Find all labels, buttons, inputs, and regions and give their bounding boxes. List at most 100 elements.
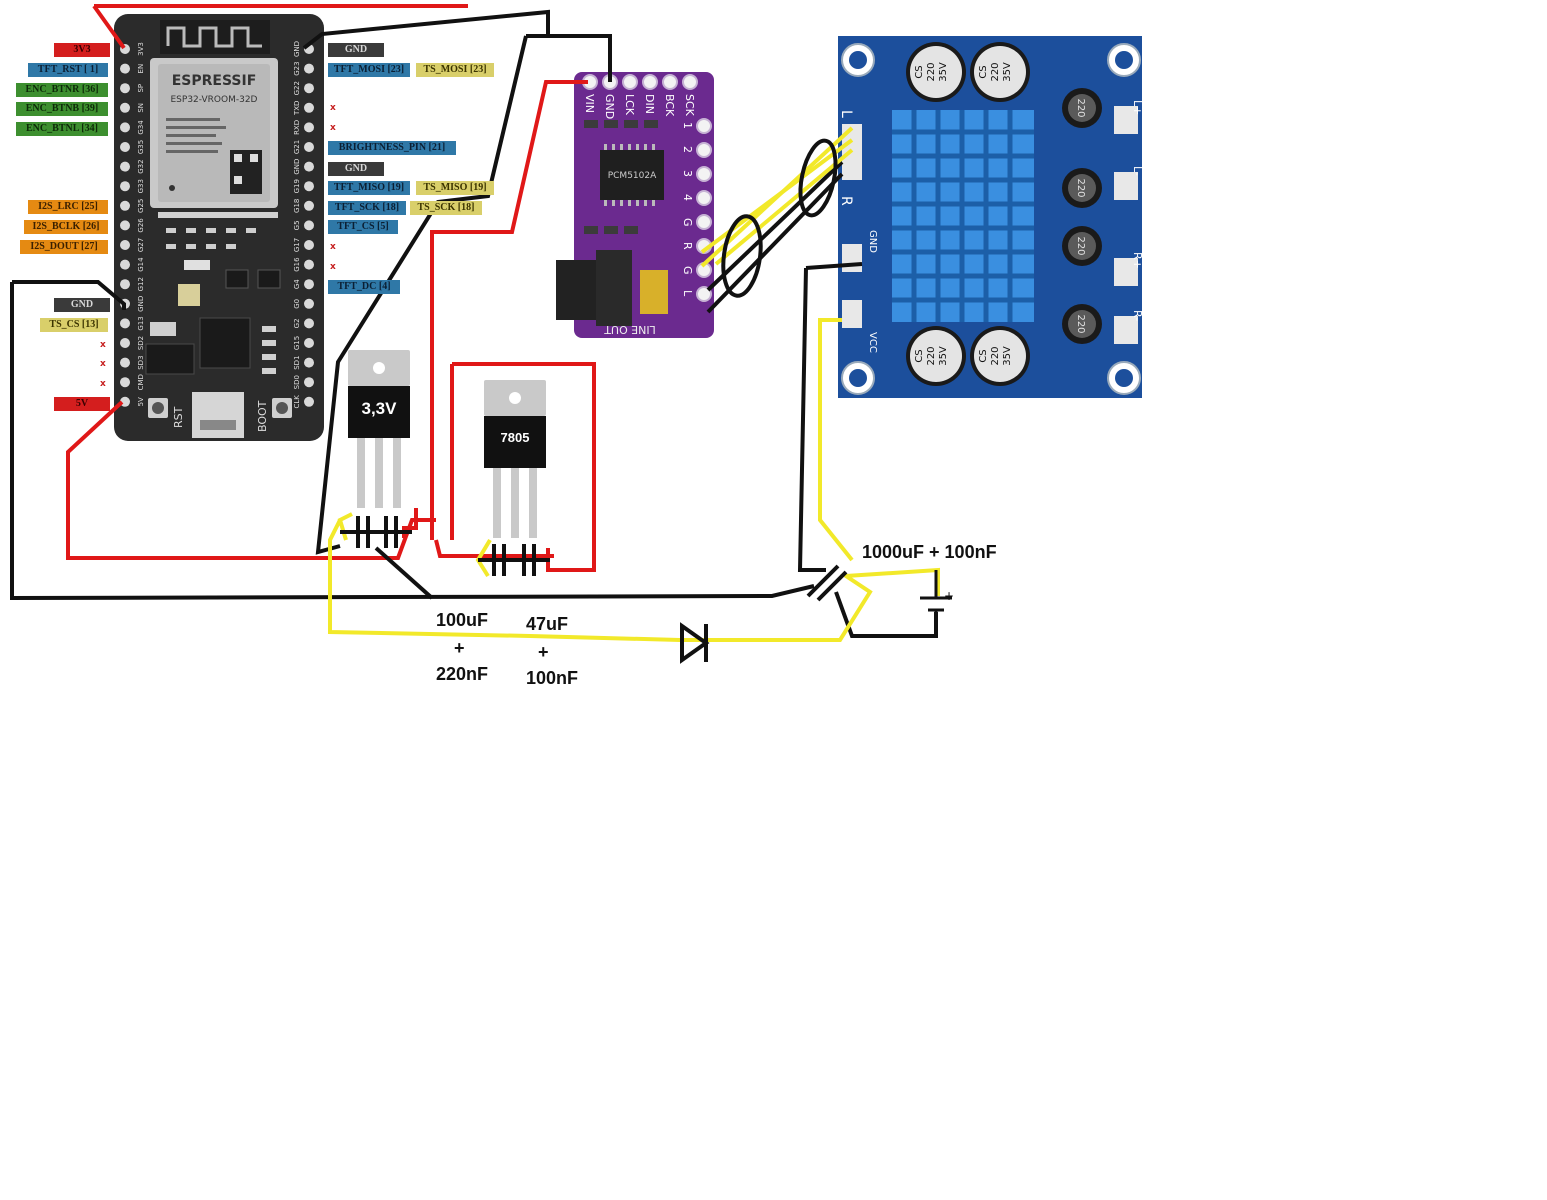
wire-gnd-top bbox=[302, 9, 550, 50]
dac-pin[interactable] bbox=[642, 74, 658, 90]
esp32-pin-label: G32 bbox=[137, 159, 145, 173]
speaker-terminal[interactable] bbox=[1114, 258, 1138, 286]
dac-pin-label: BCK bbox=[663, 94, 676, 117]
esp32-pin[interactable] bbox=[304, 240, 314, 250]
dac-side-pin[interactable] bbox=[696, 166, 712, 182]
esp32-pin[interactable] bbox=[120, 200, 130, 211]
speaker-terminal[interactable] bbox=[1114, 316, 1138, 344]
cap1-value-line3: 220nF bbox=[436, 664, 489, 684]
esp32-pin-label: CLK bbox=[293, 395, 301, 409]
speaker-terminal[interactable] bbox=[1114, 172, 1138, 200]
capacitor-marking: 220 bbox=[926, 62, 937, 81]
dac-side-pin[interactable] bbox=[696, 190, 712, 206]
dac-side-pin-label: 1 bbox=[681, 122, 694, 129]
esp32-pin[interactable] bbox=[120, 63, 130, 74]
pcm5102a-chip bbox=[600, 150, 664, 200]
esp32-pin-label: G35 bbox=[137, 140, 145, 154]
esp32-pin[interactable] bbox=[120, 259, 130, 270]
esp32-pin-label: G0 bbox=[293, 299, 301, 309]
esp32-pin[interactable] bbox=[120, 122, 130, 133]
cap1-value-line2: + bbox=[454, 638, 465, 658]
audio-jack[interactable] bbox=[556, 260, 596, 320]
esp32-pin[interactable] bbox=[120, 142, 130, 152]
esp32-pin-label: CMD bbox=[137, 374, 145, 390]
esp32-pin[interactable] bbox=[304, 298, 314, 309]
dac-side-pin[interactable] bbox=[696, 214, 712, 230]
esp32-pin[interactable] bbox=[120, 338, 130, 348]
esp32-pin[interactable] bbox=[304, 396, 314, 407]
esp32-pin-label: SD1 bbox=[293, 355, 301, 369]
amp-gnd-terminal[interactable] bbox=[842, 244, 862, 272]
esp32-pin[interactable] bbox=[304, 259, 314, 270]
esp32-pin-label: SD3 bbox=[137, 355, 145, 369]
esp32-pin[interactable] bbox=[304, 357, 314, 368]
esp32-pin-label: SP bbox=[137, 84, 145, 93]
esp32-pin[interactable] bbox=[120, 396, 130, 407]
esp32-pin[interactable] bbox=[304, 279, 314, 290]
esp32-pin[interactable] bbox=[120, 161, 130, 172]
esp32-pin[interactable] bbox=[120, 181, 130, 192]
esp32-pin-label: EN bbox=[137, 64, 145, 74]
dac-side-pin[interactable] bbox=[696, 142, 712, 158]
esp32-pin[interactable] bbox=[304, 338, 314, 348]
amp-r-label: R bbox=[838, 196, 854, 206]
esp32-pin[interactable] bbox=[304, 122, 314, 133]
esp32-pin[interactable] bbox=[120, 83, 130, 94]
speaker-terminal-label: R- bbox=[1131, 310, 1144, 321]
esp32-pin[interactable] bbox=[304, 318, 314, 329]
right-pin-tag: GND bbox=[328, 43, 384, 57]
speaker-terminal-label: R+ bbox=[1131, 252, 1144, 269]
esp32-pin[interactable] bbox=[120, 240, 130, 250]
right-pin-tag: TS_MISO [19] bbox=[416, 181, 494, 195]
speaker-terminal[interactable] bbox=[1114, 106, 1138, 134]
esp32-pin[interactable] bbox=[304, 161, 314, 172]
esp32-pin[interactable] bbox=[304, 63, 314, 74]
dac-pin[interactable] bbox=[682, 74, 698, 90]
esp32-pin[interactable] bbox=[120, 318, 130, 329]
esp32-pin[interactable] bbox=[304, 200, 314, 211]
esp32-pin-label: G17 bbox=[293, 238, 301, 252]
right-pin-tag: TS_MOSI [23] bbox=[416, 63, 494, 77]
esp32-pin-label: G23 bbox=[293, 61, 301, 75]
right-pin-tag: GND bbox=[328, 162, 384, 176]
esp32-pin[interactable] bbox=[120, 102, 130, 113]
dac-side-pin-label: L bbox=[681, 290, 694, 297]
dac-pin[interactable] bbox=[622, 74, 638, 90]
cap1-value-line1: 100uF bbox=[436, 610, 489, 630]
esp32-pin-label: SD2 bbox=[137, 336, 145, 350]
esp32-pin-label: GND bbox=[293, 41, 301, 57]
dac-side-pin[interactable] bbox=[696, 118, 712, 134]
right-pin-tag: BRIGHTNESS_PIN [21] bbox=[328, 141, 456, 155]
dac-side-pin[interactable] bbox=[696, 286, 712, 302]
esp32-pin[interactable] bbox=[304, 142, 314, 152]
dac-side-pin-label: 4 bbox=[681, 194, 694, 201]
esp32-pin[interactable] bbox=[120, 279, 130, 290]
esp32-pin[interactable] bbox=[304, 102, 314, 113]
ams1117-regulator bbox=[145, 343, 195, 375]
micro-usb-port[interactable] bbox=[192, 392, 244, 438]
dac-pin-label: VIN bbox=[583, 94, 596, 113]
dac-pin[interactable] bbox=[662, 74, 678, 90]
esp32-pin[interactable] bbox=[120, 220, 130, 231]
amp-vcc-terminal[interactable] bbox=[842, 300, 862, 328]
esp32-pin[interactable] bbox=[304, 83, 314, 94]
cp2102-chip bbox=[199, 317, 251, 369]
esp32-pin[interactable] bbox=[304, 377, 314, 388]
unused-pin-mark: x bbox=[330, 262, 336, 272]
esp32-pin-label: TXD bbox=[293, 101, 301, 116]
right-pin-tag: TFT_MOSI [23] bbox=[328, 63, 410, 77]
esp32-pin-label: G18 bbox=[293, 199, 301, 213]
inductor-marking: 220 bbox=[1075, 314, 1086, 333]
esp32-pin[interactable] bbox=[304, 181, 314, 192]
esp32-pin-label: G25 bbox=[137, 199, 145, 213]
esp32-pin[interactable] bbox=[120, 377, 130, 388]
left-pin-tag: ENC_BTNB [39] bbox=[16, 102, 108, 116]
esp32-pin[interactable] bbox=[304, 220, 314, 231]
cap2-value-line2: + bbox=[538, 642, 549, 662]
dac-side-pin-label: G bbox=[681, 266, 694, 275]
esp32-model: ESP32-VROOM-32D bbox=[171, 95, 258, 105]
esp32-pin[interactable] bbox=[120, 357, 130, 368]
cable-bundle-ring bbox=[798, 138, 838, 218]
esp32-pin-label: G4 bbox=[293, 279, 301, 289]
